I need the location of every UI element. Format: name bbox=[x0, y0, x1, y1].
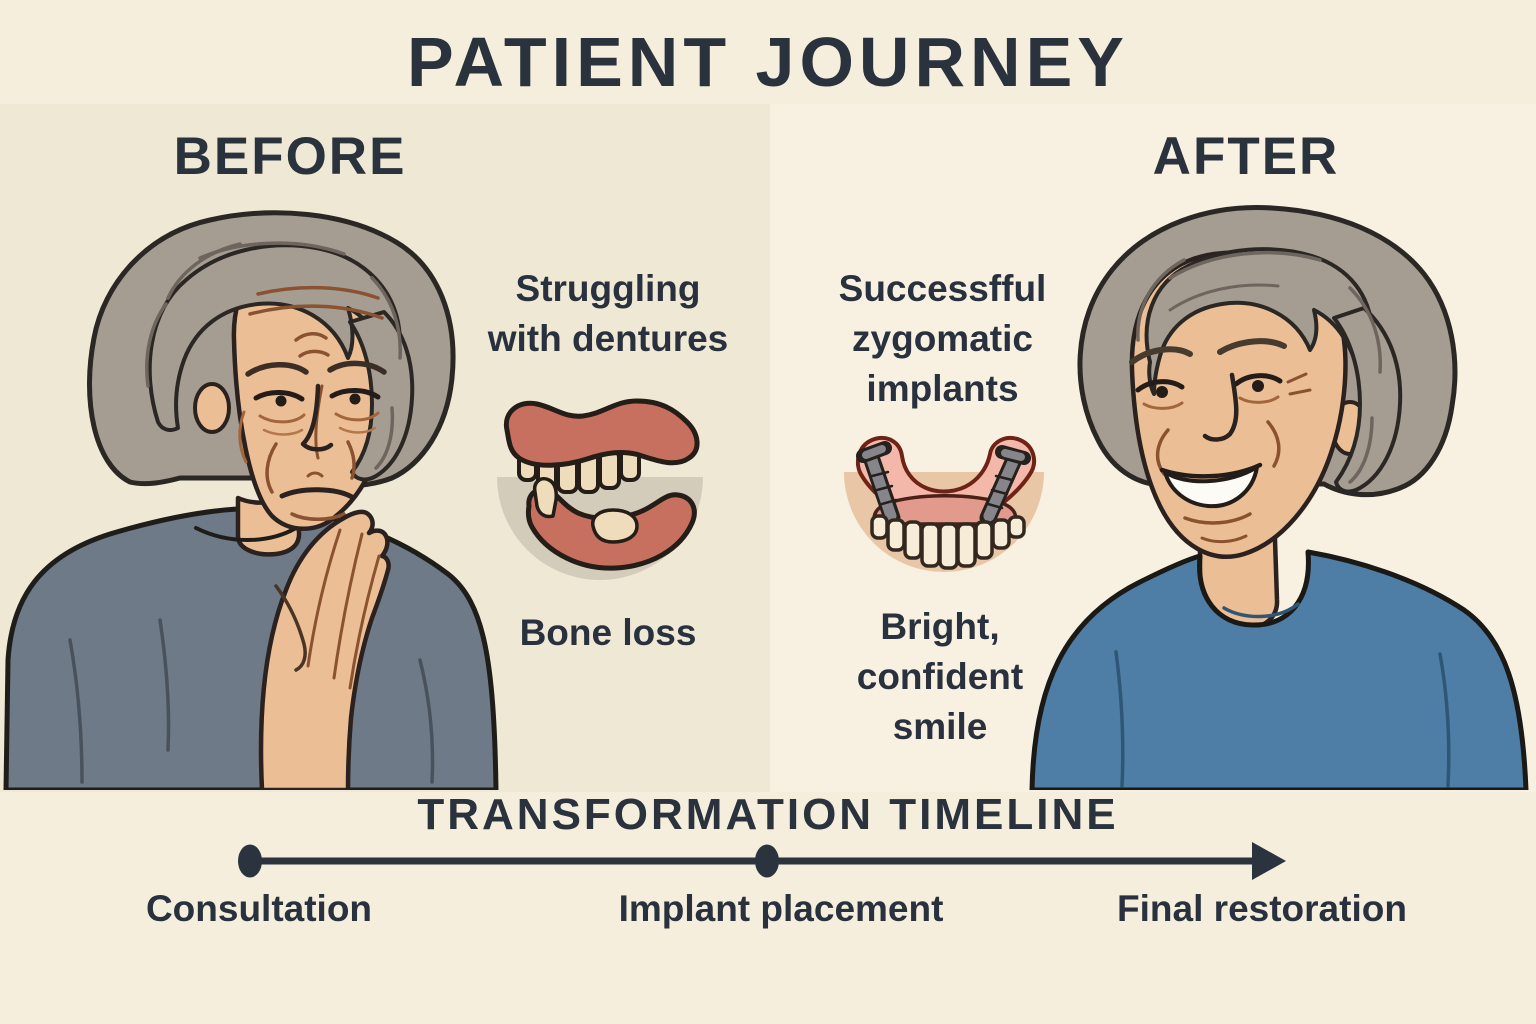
milestone-consultation-label: Consultation bbox=[145, 888, 373, 929]
milestone-implant-placement-label: Implant placement bbox=[618, 888, 944, 929]
failing-dentures-icon bbox=[497, 398, 703, 580]
implant-screws bbox=[856, 441, 1031, 527]
timeline-axis bbox=[238, 842, 1286, 880]
zygomatic-implants-icon bbox=[844, 435, 1044, 572]
before-caption-dentures: Struggling with dentures bbox=[487, 268, 729, 359]
timeline-dot-consultation bbox=[238, 844, 262, 878]
zygomatic-arch bbox=[855, 435, 1037, 504]
after-caption-smile: Bright, confident smile bbox=[856, 606, 1024, 747]
remaining-teeth bbox=[532, 477, 639, 544]
hair-front bbox=[145, 241, 415, 482]
timeline-dot-implant-placement bbox=[755, 844, 779, 878]
sad-senior-woman-portrait bbox=[3, 210, 499, 790]
after-caption-implants: Successfful zygomatic implants bbox=[838, 268, 1047, 409]
upper-denture-gum bbox=[503, 398, 700, 468]
after-heading: AFTER bbox=[1152, 127, 1340, 186]
before-caption-bone-loss: Bone loss bbox=[519, 612, 697, 653]
smiling-senior-woman-portrait bbox=[1029, 205, 1529, 790]
before-heading: BEFORE bbox=[173, 127, 407, 186]
timeline-arrowhead-icon bbox=[1252, 842, 1286, 880]
sad-face-features bbox=[238, 285, 387, 521]
ear bbox=[193, 382, 231, 434]
denture-teeth bbox=[870, 514, 1026, 570]
milestone-final-restoration-label: Final restoration bbox=[1117, 888, 1407, 929]
blue-shirt bbox=[1029, 549, 1529, 790]
hand-on-chin bbox=[258, 509, 391, 790]
hair-front bbox=[1136, 247, 1403, 494]
page-title: PATIENT JOURNEY bbox=[407, 23, 1129, 101]
timeline-heading: TRANSFORMATION TIMELINE bbox=[417, 790, 1119, 839]
smiling-face-features bbox=[1129, 338, 1312, 544]
